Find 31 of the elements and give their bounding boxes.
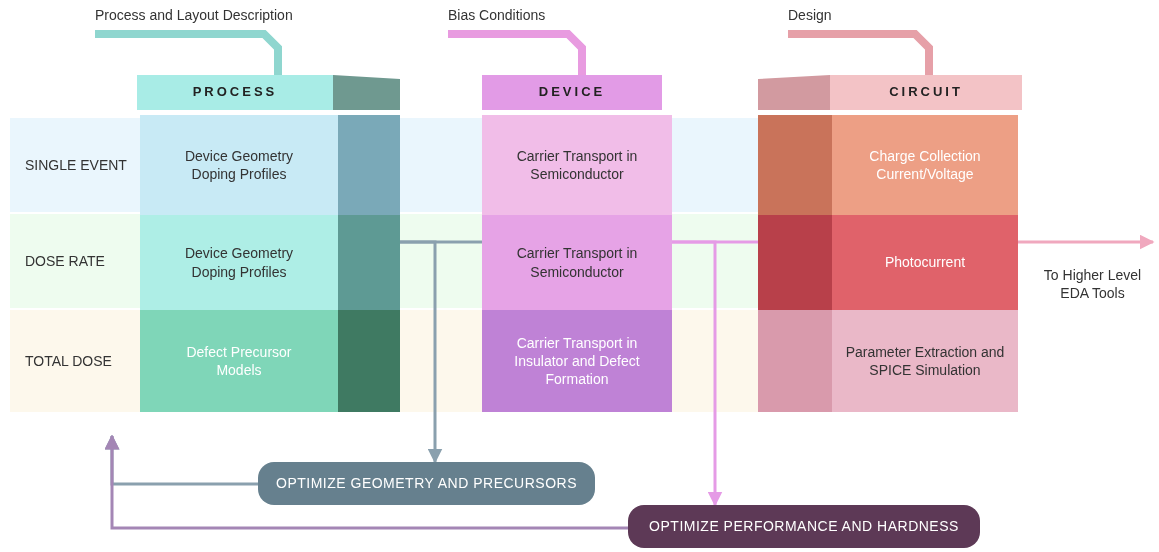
header-text: CIRCUIT	[889, 84, 963, 101]
cell-text: Photocurrent	[884, 253, 966, 272]
column-header	[482, 75, 662, 110]
header-text: DEVICE	[538, 84, 606, 101]
cell-text: Carrier Transport in Semiconductor	[515, 244, 639, 281]
cell-text: Parameter Extraction and SPICE Simulation	[845, 342, 1005, 380]
device-block	[482, 310, 672, 412]
arrow	[400, 240, 443, 464]
header-text: PROCESS	[192, 84, 278, 101]
optimize-box	[258, 462, 595, 505]
box-text: OPTIMIZE GEOMETRY AND PRECURSORS	[276, 474, 577, 493]
cell-text: Carrier Transport in Insulator and Defect Formation	[513, 333, 641, 389]
input-label: Bias Conditions	[448, 6, 546, 25]
row-label: TOTAL DOSE	[25, 352, 112, 371]
arrow	[104, 434, 628, 530]
device-block	[482, 115, 672, 215]
arrow	[1018, 234, 1155, 250]
cell-text: Carrier Transport in Semiconductor	[515, 146, 639, 184]
box-text: OPTIMIZE PERFORMANCE AND HARDNESS	[649, 517, 959, 536]
device-block	[482, 215, 672, 310]
cell-text: Device Geometry Doping Profiles	[183, 244, 295, 281]
cell-text: Device Geometry Doping Profiles	[183, 146, 295, 184]
cell-text: Defect Precursor Models	[185, 342, 293, 380]
edge-label: To Higher Level EDA Tools	[1042, 266, 1143, 303]
row-label: SINGLE EVENT	[25, 156, 127, 175]
optimize-box	[628, 505, 980, 548]
cell-text: Charge Collection Current/Voltage	[868, 146, 982, 184]
row-label: DOSE RATE	[25, 252, 105, 271]
arrow	[672, 240, 723, 507]
input-label: Design	[788, 6, 832, 25]
input-label: Process and Layout Description	[95, 6, 293, 25]
